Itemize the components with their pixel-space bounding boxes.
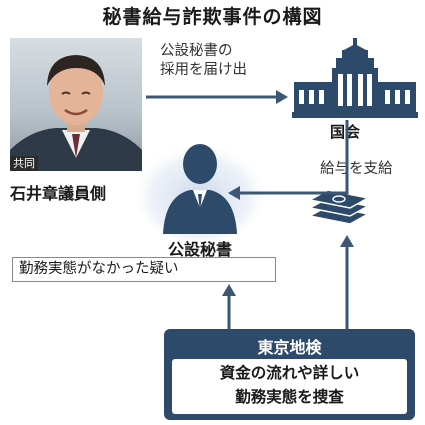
photo-credit: 共同 — [10, 156, 38, 171]
salary-arrow-line — [238, 120, 349, 195]
person-photo — [10, 55, 142, 171]
prosecutor-action: 資金の流れや詳しい 勤務実態を捜査 — [172, 361, 407, 409]
diet-building-icon — [292, 38, 418, 118]
lawmaker-label: 石井章議員側 — [10, 184, 107, 203]
diet-label: 国会 — [330, 123, 361, 141]
prosecutor-inner-panel — [172, 359, 407, 414]
report-flow-label: 公設秘書の 採用を届け出 — [160, 42, 247, 80]
report-line-2: 採用を届け出 — [160, 62, 247, 78]
prosecutor-title: 東京地検 — [257, 338, 322, 357]
secretary-label: 公設秘書 — [167, 240, 232, 259]
report-line-1: 公設秘書の — [160, 43, 233, 59]
salary-flow-label: 給与を支給 — [320, 161, 393, 177]
suspicion-box: 勤務実態がなかった疑い — [12, 257, 276, 282]
salary-arrowhead — [228, 186, 240, 200]
money-arrowhead — [340, 235, 354, 247]
prosecutor-line-2: 勤務実態を捜査 — [235, 388, 344, 406]
lawmaker-photo — [10, 38, 142, 171]
secretary-person-icon — [136, 142, 264, 240]
report-arrowhead — [276, 90, 288, 104]
secretary-arrowhead — [222, 284, 236, 296]
diagram-title: 秘書給与詐欺事件の構図 — [102, 6, 323, 28]
prosecutor-line-1: 資金の流れや詳しい — [219, 364, 360, 382]
